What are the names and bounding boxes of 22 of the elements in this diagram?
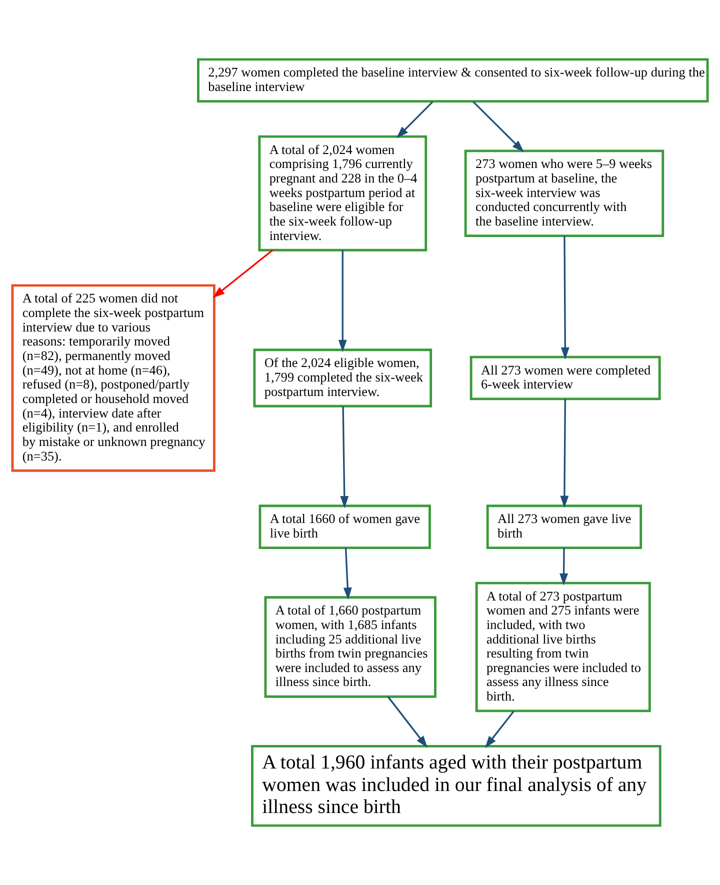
node-box: A total of 1,660 postpartum women, with 1,685 infants including 25 additional live births from twin pregnancies were included to assess any illness since birth. — [264, 596, 436, 698]
arrow — [472, 101, 524, 152]
arrow — [343, 548, 352, 600]
node-box: A total 1660 of women gave live birth — [258, 504, 431, 549]
node-box: All 273 women were completed 6-week interview — [470, 356, 661, 400]
arrow — [396, 101, 434, 138]
arrow — [338, 250, 347, 352]
arrow — [560, 548, 568, 586]
arrow — [340, 406, 349, 508]
node-box: 2,297 women completed the baseline interview & consented to six-week follow-up during the baseline interview — [197, 58, 709, 103]
node-box: A total of 273 postpartum women and 275 infants were included, with two additional live births resulting from twin pregnancies were included to assess any illness since birth. — [475, 582, 651, 712]
arrow — [387, 696, 428, 748]
node-box: 273 women who were 5–9 weeks postpartum at baseline, the six-week interview was conducted concurrently with the baseline interview. — [464, 150, 664, 237]
node-box: A total of 2,024 women comprising 1,796 currently pregnant and 228 in the 0–4 weeks postpartum period at baseline were eligible for the six-week follow-up interview. — [258, 135, 428, 252]
node-box: All 273 women gave live birth — [486, 504, 642, 549]
arrow — [212, 250, 274, 298]
arrow — [484, 710, 514, 748]
arrow — [560, 399, 569, 508]
node-box: A total 1,960 infants aged with their postpartum women was included in our final analysis of any illness since birth — [251, 745, 662, 827]
node-box: A total of 225 women did not complete the six-week postpartum interview due to various reasons: temporarily moved (n=82), permanently moved (n=49), not at home (n=46), refused (n=8), postponed/partly completed or household moved (n=4), interview date after eligibility (n=1), and enrolled by mistake or unknown pregnancy (n=35). — [11, 284, 216, 472]
arrow — [560, 236, 570, 360]
node-box: Of the 2,024 eligible women, 1,799 completed the six-week postpartum interview. — [253, 348, 432, 408]
